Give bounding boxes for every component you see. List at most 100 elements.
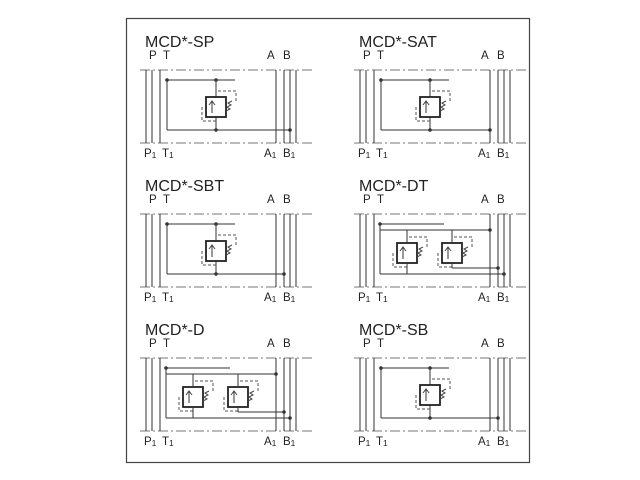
- port-a1-label: A1: [478, 292, 491, 304]
- port-t1-label: T1: [376, 148, 388, 160]
- port-b1-label: B1: [283, 436, 296, 448]
- spring-icon: [225, 100, 233, 112]
- junction-dot: [428, 128, 432, 132]
- junction-dot: [379, 366, 383, 370]
- pressure-valve-symbol: [392, 236, 428, 268]
- pressure-valve-symbol: [437, 236, 473, 268]
- pilot-line: [409, 236, 428, 249]
- port-t1-label: T1: [376, 436, 388, 448]
- port-b-label: B: [283, 338, 291, 350]
- junction-dot: [288, 416, 292, 420]
- spring-icon: [202, 390, 210, 402]
- junction-dot: [428, 366, 432, 370]
- port-b1-label: B1: [497, 148, 510, 160]
- valve-body: [396, 242, 418, 264]
- pressure-valve-symbol: [201, 90, 237, 122]
- port-a1-label: A1: [264, 292, 277, 304]
- port-b-label: B: [283, 194, 291, 206]
- port-b-label: B: [497, 50, 505, 62]
- port-a1-label: A1: [478, 148, 491, 160]
- valve-body: [419, 384, 441, 406]
- port-a1-label: A1: [478, 436, 491, 448]
- port-p-label: P: [149, 194, 157, 206]
- port-a1-label: A1: [264, 148, 277, 160]
- port-a1-label: A1: [264, 436, 277, 448]
- pilot-line: [432, 90, 451, 103]
- junction-dot: [288, 128, 292, 132]
- port-t-label: T: [377, 194, 384, 206]
- junction-dot: [428, 416, 432, 420]
- pilot-line: [240, 380, 259, 393]
- valve-body: [419, 96, 441, 118]
- port-p1-label: P1: [358, 148, 371, 160]
- junction-dot: [496, 416, 500, 420]
- port-t-label: T: [377, 50, 384, 62]
- port-t1-label: T1: [162, 292, 174, 304]
- diagram-title: MCD*-SB: [359, 322, 428, 339]
- pilot-line: [195, 380, 214, 393]
- spring-icon: [461, 246, 469, 258]
- valve-body: [205, 96, 227, 118]
- port-p1-label: P1: [144, 148, 157, 160]
- junction-dot: [378, 222, 382, 226]
- junction-dot: [274, 372, 278, 376]
- port-t1-label: T1: [162, 148, 174, 160]
- port-t-label: T: [163, 338, 170, 350]
- port-b-label: B: [497, 338, 505, 350]
- port-p-label: P: [363, 194, 371, 206]
- valve-arrow-icon: [208, 100, 216, 106]
- port-p-label: P: [363, 50, 371, 62]
- diagram-title: MCD*-SP: [145, 34, 214, 51]
- pressure-valve-symbol: [201, 234, 237, 266]
- spring-icon: [225, 244, 233, 256]
- port-a-label: A: [481, 338, 489, 350]
- pressure-valve-symbol: [415, 90, 451, 122]
- port-a-label: A: [267, 338, 275, 350]
- junction-dot: [214, 222, 218, 226]
- port-t-label: T: [163, 194, 170, 206]
- valve-arrow-icon: [230, 390, 238, 396]
- spring-icon: [439, 388, 447, 400]
- valve-body: [205, 240, 227, 262]
- port-t1-label: T1: [376, 292, 388, 304]
- pressure-valve-symbol: [178, 380, 214, 412]
- diagram-title: MCD*-SBT: [145, 178, 224, 195]
- pilot-line: [218, 90, 237, 103]
- port-t-label: T: [163, 50, 170, 62]
- junction-dot: [214, 78, 218, 82]
- junction-dot: [214, 272, 218, 276]
- valve-body: [182, 386, 204, 408]
- pilot-line: [218, 234, 237, 247]
- valve-arrow-icon: [208, 244, 216, 250]
- junction-dot: [164, 366, 168, 370]
- diagram-title: MCD*-SAT: [359, 34, 437, 51]
- diagram-title: MCD*-DT: [359, 178, 429, 195]
- spring-icon: [439, 100, 447, 112]
- pilot-line: [432, 378, 451, 391]
- port-b1-label: B1: [497, 436, 510, 448]
- port-p-label: P: [149, 338, 157, 350]
- diagram-title: MCD*-D: [145, 322, 205, 339]
- junction-dot: [488, 228, 492, 232]
- port-b1-label: B1: [283, 148, 296, 160]
- valve-arrow-icon: [422, 100, 430, 106]
- port-b-label: B: [497, 194, 505, 206]
- spring-icon: [416, 246, 424, 258]
- pilot-line: [454, 236, 473, 249]
- valve-arrow-icon: [399, 246, 407, 252]
- port-a-label: A: [267, 50, 275, 62]
- port-p1-label: P1: [144, 292, 157, 304]
- junction-dot: [488, 128, 492, 132]
- spring-icon: [247, 390, 255, 402]
- port-b1-label: B1: [283, 292, 296, 304]
- junction-dot: [496, 266, 500, 270]
- port-a-label: A: [481, 194, 489, 206]
- valve-arrow-icon: [444, 246, 452, 252]
